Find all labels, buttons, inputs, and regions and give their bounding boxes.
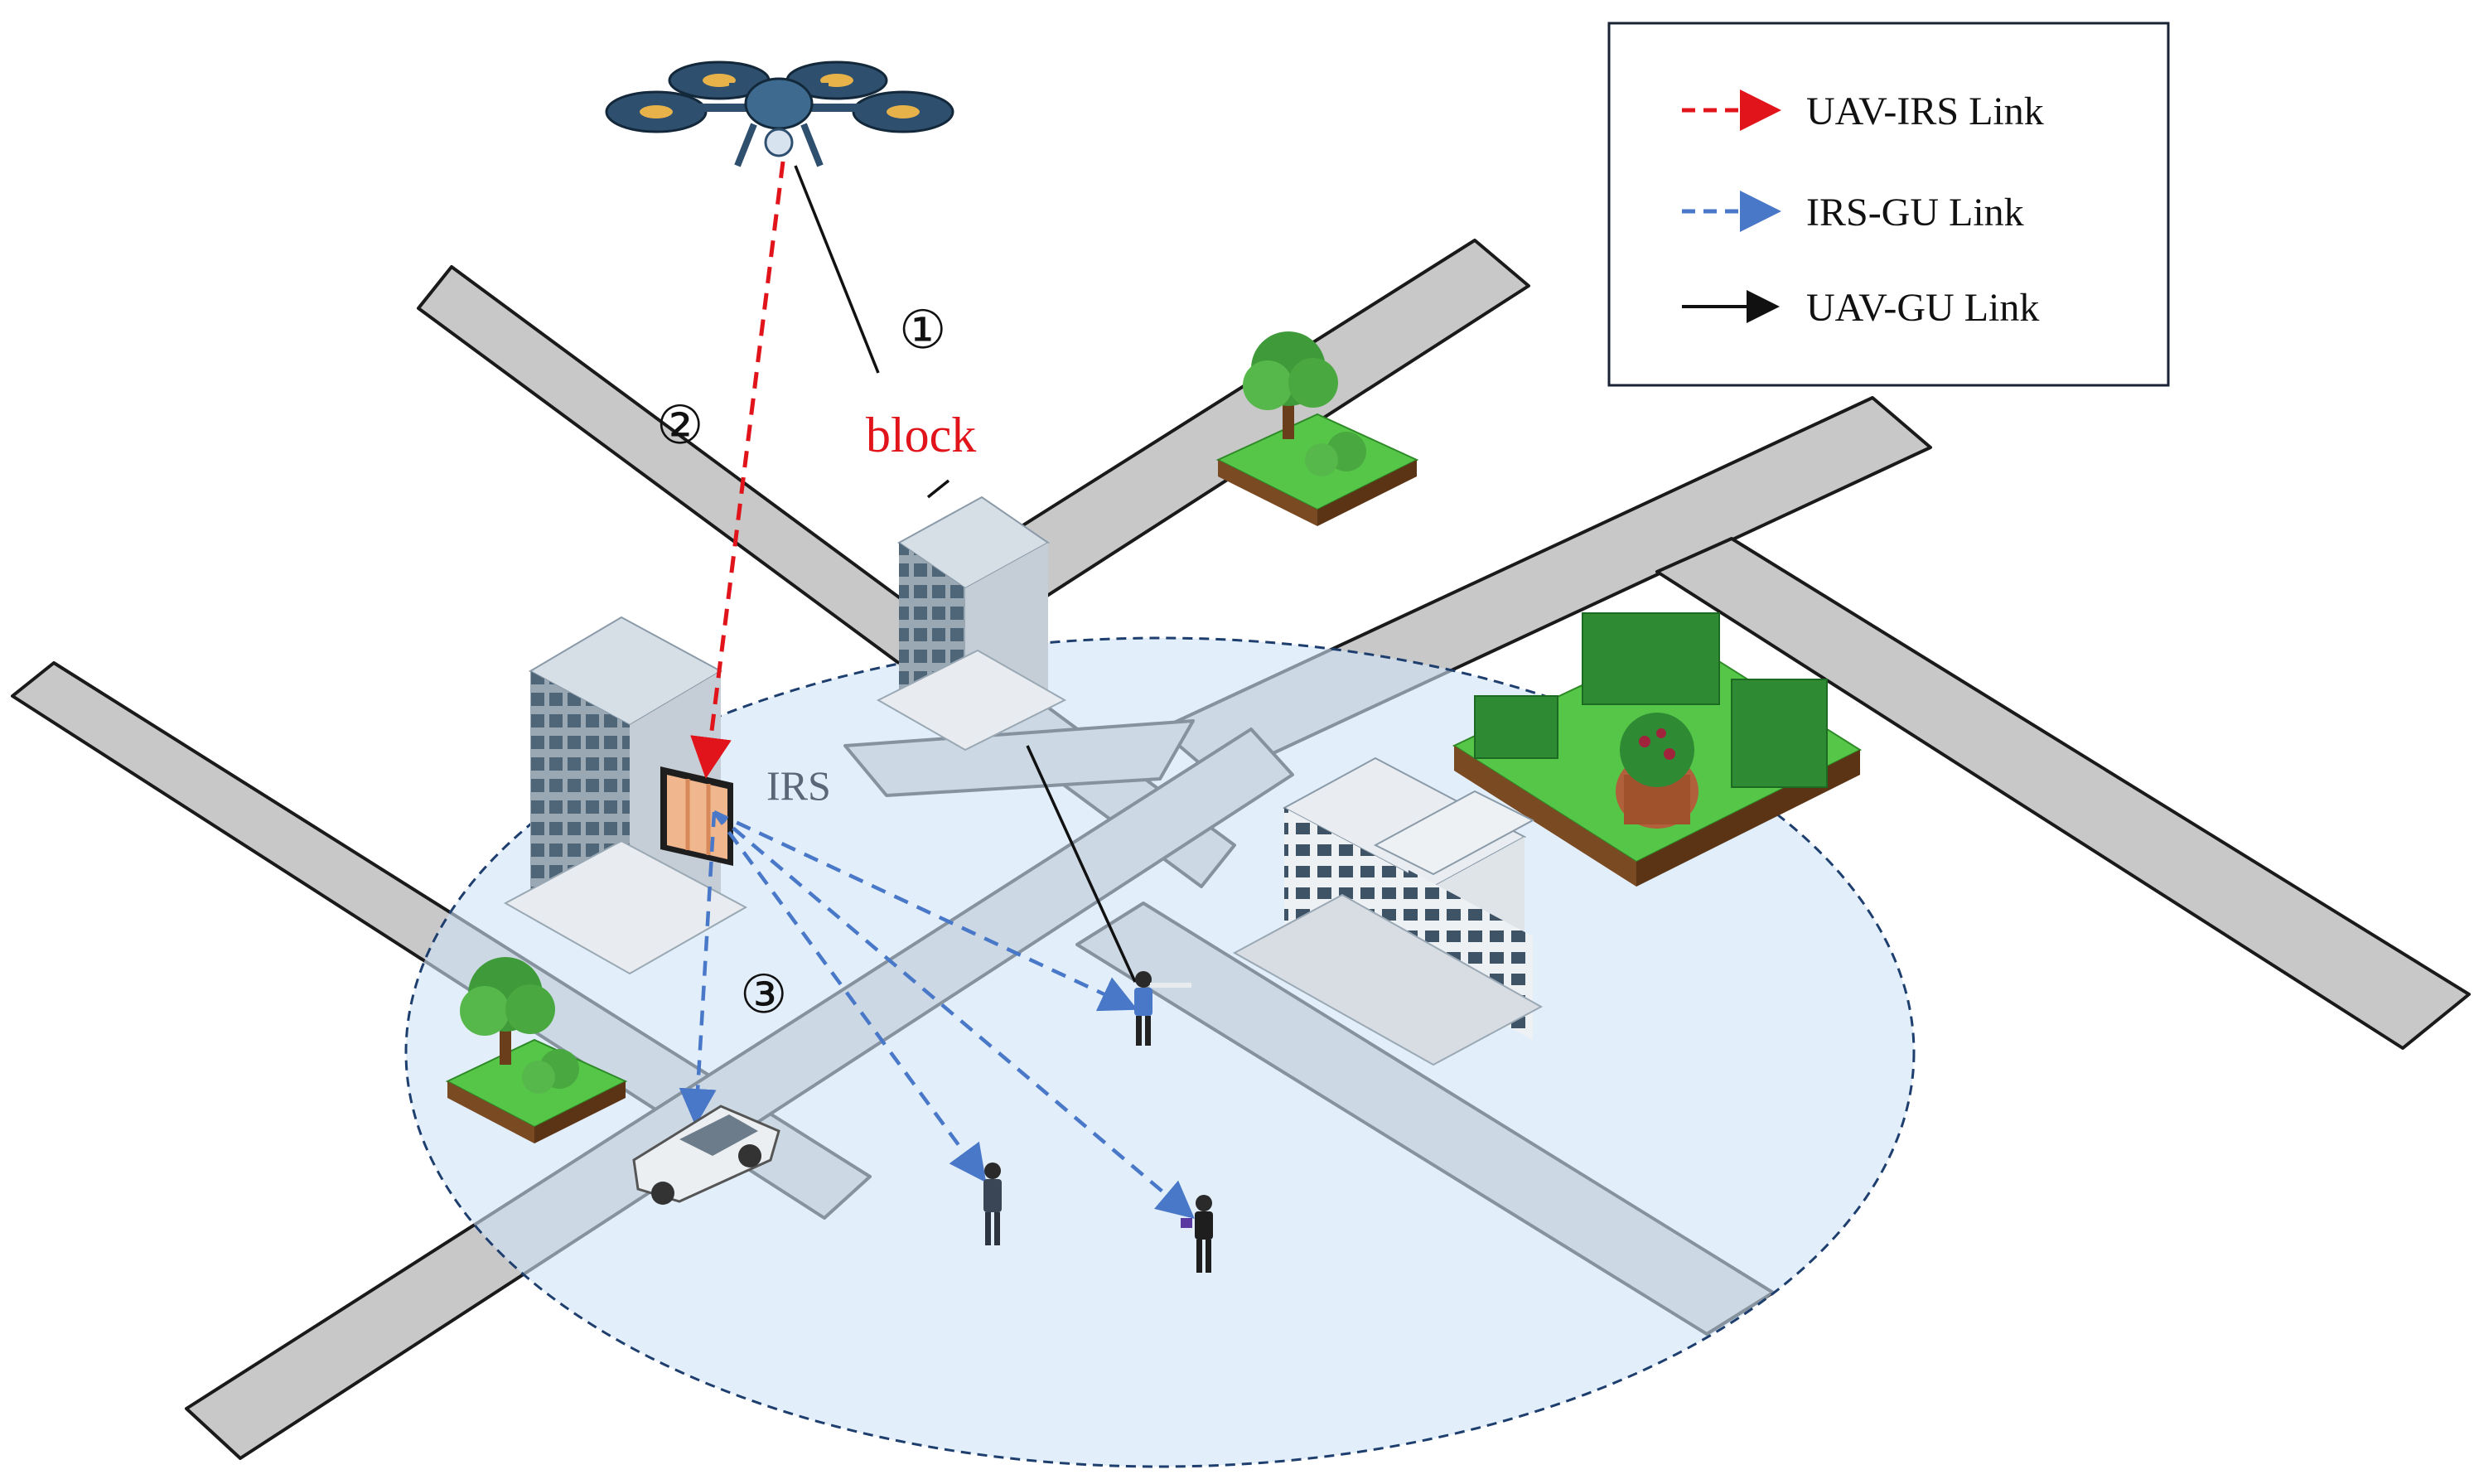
uav-gu-link [794,165,1137,983]
step-1-label: ① [899,300,946,361]
road-far-right [1655,537,2471,1050]
hedge-garden-icon [1452,612,1863,887]
drone-icon [605,60,954,167]
step-3-label: ③ [740,964,787,1026]
person-icon [1181,1195,1213,1273]
person-icon [1134,971,1191,1046]
uav-irs-link [690,161,785,779]
legend: UAV-IRS Link IRS-GU Link UAV-GU Link [1607,22,2170,387]
legend-box [1607,22,2170,387]
person-icon [983,1163,1002,1245]
step-2-label: ② [656,395,703,457]
block-label: block [866,408,976,462]
legend-label-uav-irs: UAV-IRS Link [1806,89,2044,133]
irs-gu-links [679,810,1195,1219]
tower-building-icon [876,495,1067,752]
irs-label: IRS [766,762,831,809]
legend-label-uav-gu: UAV-GU Link [1806,286,2039,330]
tree-icon [445,957,628,1143]
legend-item-irs-gu: IRS-GU Link [1682,191,2024,234]
legend-item-uav-gu: UAV-GU Link [1682,286,2039,330]
legend-label-irs-gu: IRS-GU Link [1806,191,2024,234]
tree-icon [1215,331,1419,526]
office-building-icon [1232,757,1544,1066]
legend-item-uav-irs: UAV-IRS Link [1682,89,2044,133]
tower-building-icon [503,616,748,975]
car-icon [632,1105,780,1205]
